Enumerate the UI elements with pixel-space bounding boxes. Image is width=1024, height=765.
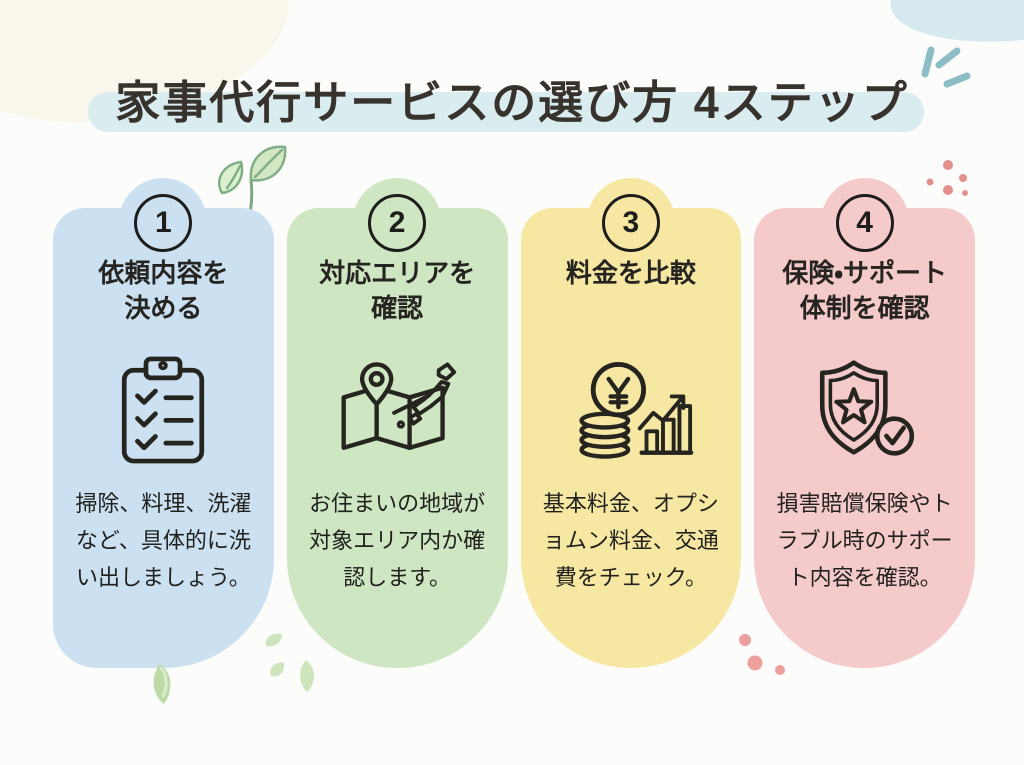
step-1-number-badge: 1 [134,194,193,252]
clipboard-checklist-icon [53,346,274,474]
pink-dots-bottom-icon [739,634,785,675]
step-card-2: 2 対応エリアを 確認 お住まいの地域が対象エリア内か確認します。 [286,178,508,668]
yen-coins-chart-icon [521,346,742,474]
sparkle-icon [921,46,971,88]
step-1-title: 依頼内容を 決める [98,258,229,323]
map-location-pin-icon [287,346,508,474]
step-2-description: お住まいの地域が対象エリア内か確認します。 [309,491,486,590]
step-2-title: 対応エリアを 確認 [319,258,476,323]
header: 家事代行サービスの選び方 4ステップ [0,0,1024,150]
step-4-title: 保険・サポート 体制を確認 [782,258,948,323]
page-title: 家事代行サービスの選び方 4ステップ [115,77,909,128]
leaf-sprig-icon [217,145,287,236]
step-3-number-badge: 3 [601,194,660,252]
green-petals-icon [265,633,315,692]
step-1-description: 掃除、料理、洗濯など、具体的に洗い出しましょう。 [75,491,252,590]
step-3-description: 基本料金、オプショムン料金、交通費をチェック。 [542,491,719,590]
shield-star-check-icon [754,346,975,474]
small-leaf-icon [153,664,171,704]
step-4-number-badge: 4 [835,194,894,252]
step-2-number-badge: 2 [368,194,427,252]
pink-dots-top-icon [926,160,968,196]
step-card-1: 1 依頼内容を 決める 掃除、料理、洗濯など、具体的に洗い出しましょう。 [53,178,274,668]
step-4-description: 損害賠償保険やトラブル時のサポート内容を確認。 [776,491,953,590]
step-card-3: 3 料金を比較 [520,178,742,668]
steps-row: 1 依頼内容を 決める 掃除、料理、洗濯など、具体的に洗い出しましょう。 [53,178,975,668]
step-3-title: 料金を比較 [565,258,696,288]
title-highlight-bar [88,92,924,132]
step-card-4: 4 保険・サポート 体制を確認 損害賠償保険やトラブル時のサポート内容を確認。 [754,178,975,668]
